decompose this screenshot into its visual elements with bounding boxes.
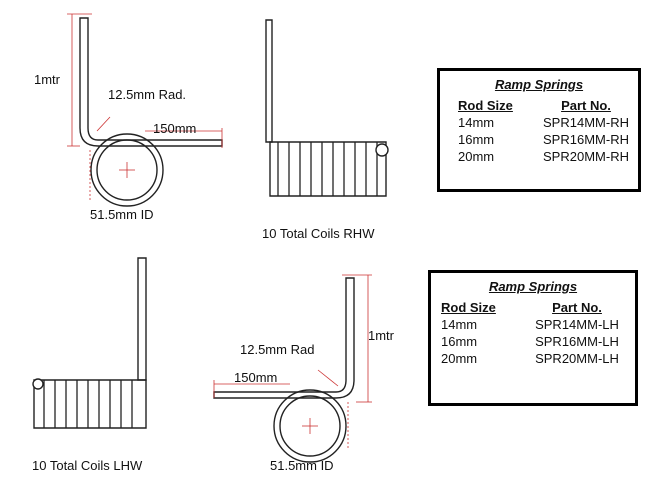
part-no-cell: SPR16MM-RH <box>543 132 629 147</box>
id-label-bottom-right: 51.5mm ID <box>270 458 334 473</box>
part-no-cell: SPR14MM-RH <box>543 115 629 130</box>
spring-coil-view-bottom-left <box>32 257 147 429</box>
rod-size-cell: 20mm <box>458 149 495 164</box>
table-row: 16mm SPR16MM-RH <box>440 132 638 147</box>
table-row: 16mm SPR16MM-LH <box>431 334 635 349</box>
part-no-cell: SPR20MM-RH <box>543 149 629 164</box>
table-row: 20mm SPR20MM-LH <box>431 351 635 366</box>
leg-label-top-left: 150mm <box>153 121 197 136</box>
part-no-cell: SPR20MM-LH <box>535 351 619 366</box>
leg-label-bottom-right: 150mm <box>234 370 278 385</box>
caption-top-middle: 10 Total Coils RHW <box>262 226 375 241</box>
table-title: Ramp Springs <box>494 77 584 92</box>
col-header-rod-size: Rod Size <box>458 98 513 113</box>
radius-label-bottom-right: 12.5mm Rad <box>240 342 315 357</box>
table-row: 14mm SPR14MM-LH <box>431 317 635 332</box>
col-header-rod-size: Rod Size <box>441 300 496 315</box>
col-header-part-no: Part No. <box>552 300 602 315</box>
radius-label-top-left: 12.5mm Rad. <box>108 87 187 102</box>
rod-size-cell: 20mm <box>441 351 478 366</box>
parts-table-lh: Ramp Springs Rod Size Part No. 14mm SPR1… <box>428 270 638 406</box>
spring-side-view-top-left <box>67 13 223 207</box>
id-label-top-left: 51.5mm ID <box>90 207 154 222</box>
table-row: 20mm SPR20MM-RH <box>440 149 638 164</box>
caption-bottom-left: 10 Total Coils LHW <box>32 458 143 473</box>
parts-table-rh: Ramp Springs Rod Size Part No. 14mm SPR1… <box>437 68 641 192</box>
part-no-cell: SPR16MM-LH <box>535 334 619 349</box>
length-label-top-left: 1mtr <box>34 72 60 87</box>
spring-coil-view-top-middle <box>265 19 389 197</box>
rod-size-cell: 14mm <box>441 317 478 332</box>
table-row: 14mm SPR14MM-RH <box>440 115 638 130</box>
table-title: Ramp Springs <box>488 279 578 294</box>
rod-size-cell: 16mm <box>458 132 495 147</box>
rod-size-cell: 14mm <box>458 115 495 130</box>
col-header-part-no: Part No. <box>561 98 611 113</box>
spring-side-view-bottom-right <box>213 274 372 463</box>
rod-size-cell: 16mm <box>441 334 478 349</box>
length-label-bottom-right: 1mtr <box>368 328 394 343</box>
part-no-cell: SPR14MM-LH <box>535 317 619 332</box>
